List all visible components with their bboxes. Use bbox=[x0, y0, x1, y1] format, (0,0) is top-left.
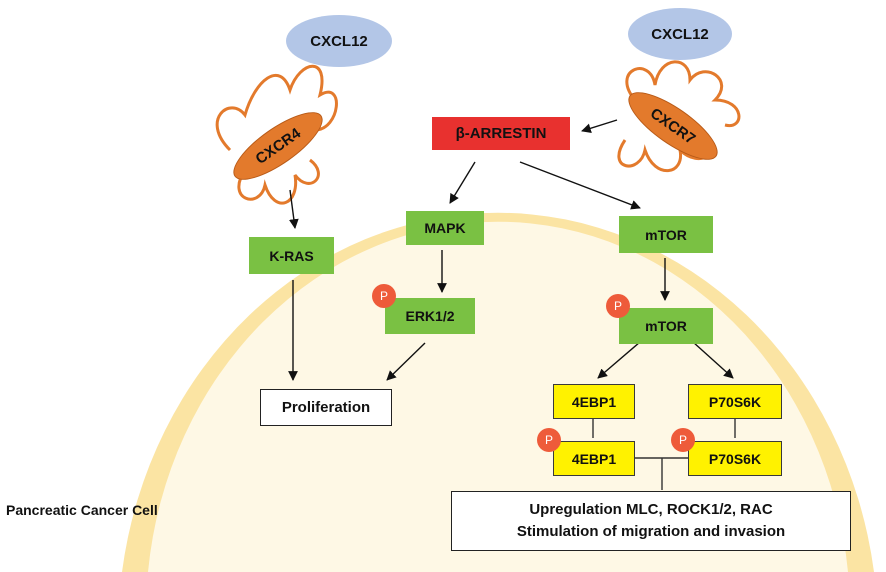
arrow-cxcr4-kras bbox=[288, 189, 299, 229]
arrow-mtorp-4ebp1 bbox=[597, 341, 641, 379]
cell-label: Pancreatic Cancer Cell bbox=[6, 502, 158, 518]
mtor-box: mTOR bbox=[619, 216, 713, 253]
outcome-line-2: Stimulation of migration and invasion bbox=[516, 523, 786, 540]
erk12-box: ERK1/2 bbox=[385, 298, 475, 334]
mtor-phospho-box: mTOR bbox=[619, 308, 713, 344]
arrow-cxcr7-arrestin bbox=[581, 119, 618, 134]
cxcl12-ligand-right: CXCL12 bbox=[628, 8, 732, 60]
beta-arrestin-box: β-ARRESTIN bbox=[432, 117, 570, 150]
arrow-mtorp-p70s6k bbox=[692, 341, 734, 379]
phospho-marker-erk: P bbox=[372, 284, 396, 308]
p70s6k-box: P70S6K bbox=[688, 384, 782, 419]
4ebp1-phospho-box: 4EBP1 bbox=[553, 441, 635, 476]
arrow-arrestin-mapk bbox=[449, 161, 476, 204]
k-ras-box: K-RAS bbox=[249, 237, 334, 274]
cxcl12-ligand-left: CXCL12 bbox=[286, 15, 392, 67]
outcome-line-1: Upregulation MLC, ROCK1/2, RAC bbox=[529, 501, 773, 518]
phospho-marker-mtor: P bbox=[606, 294, 630, 318]
phospho-marker-4ebp1: P bbox=[537, 428, 561, 452]
mapk-box: MAPK bbox=[406, 211, 484, 245]
arrow-arrestin-mtor bbox=[519, 161, 641, 210]
proliferation-box: Proliferation bbox=[260, 389, 392, 426]
p70s6k-phospho-box: P70S6K bbox=[688, 441, 782, 476]
4ebp1-box: 4EBP1 bbox=[553, 384, 635, 419]
phospho-marker-p70s6k: P bbox=[671, 428, 695, 452]
cxcr4-loops bbox=[215, 64, 338, 205]
arrow-erk-proliferation bbox=[386, 342, 426, 381]
outcome-box: Upregulation MLC, ROCK1/2, RAC Stimulati… bbox=[451, 491, 851, 551]
